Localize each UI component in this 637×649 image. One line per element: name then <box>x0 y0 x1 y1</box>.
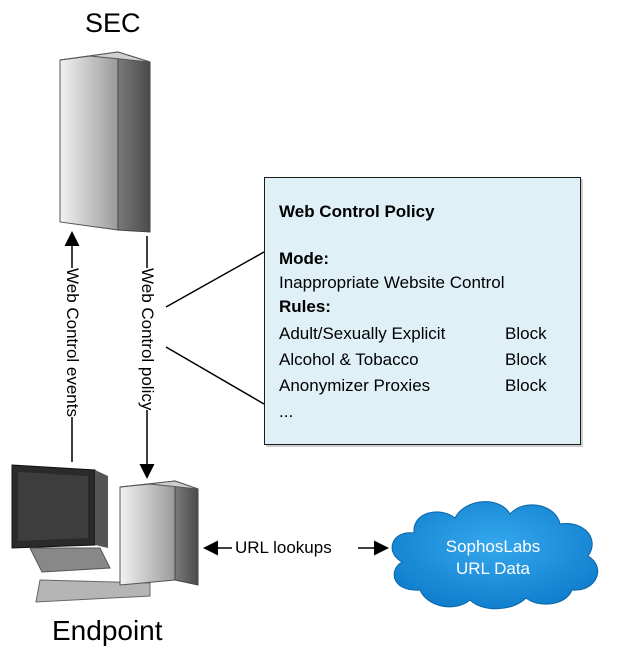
policy-label: Web Control policy <box>137 268 157 411</box>
cloud-label-line2: URL Data <box>455 559 530 578</box>
lookup-label: URL lookups <box>233 538 334 558</box>
rules-ellipsis: ... <box>279 402 294 421</box>
callout-line-top <box>165 251 265 308</box>
rules-heading: Rules: <box>279 297 331 316</box>
rule-category: Alcohol & Tobacco <box>279 350 419 369</box>
server-icon <box>59 51 151 233</box>
rule-category: Anonymizer Proxies <box>279 376 431 395</box>
rule-action: Block <box>505 376 547 395</box>
cloud-icon <box>391 501 599 610</box>
mode-heading: Mode: <box>279 249 330 268</box>
callout-line-bottom <box>165 346 265 405</box>
cloud-label-line1: SophosLabs <box>445 537 541 556</box>
rule-action: Block <box>505 324 547 343</box>
policy-title: Web Control Policy <box>279 202 435 221</box>
mode-value: Inappropriate Website Control <box>279 273 505 292</box>
policy-box: Web Control Policy Mode: Inappropriate W… <box>264 177 581 445</box>
rule-action: Block <box>505 350 547 369</box>
rule-category: Adult/Sexually Explicit <box>279 324 446 343</box>
endpoint-label: Endpoint <box>52 615 163 646</box>
events-label: Web Control events <box>62 268 82 417</box>
computer-icon <box>11 464 199 603</box>
server-label: SEC <box>85 8 141 38</box>
